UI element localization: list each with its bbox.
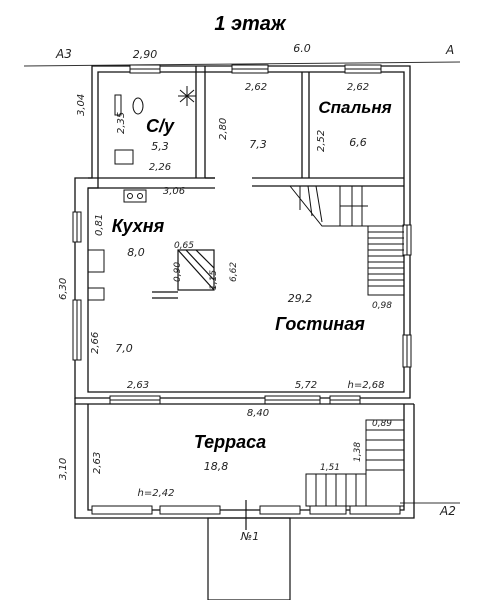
dim-left-upper: 3,04 xyxy=(76,94,87,116)
dim-left-mid: 6,30 xyxy=(58,278,69,300)
windows xyxy=(72,64,412,405)
dim-living-height-note: h=2,68 xyxy=(348,380,385,391)
room-area-terrace: 18,8 xyxy=(204,460,229,473)
terrace-walls xyxy=(74,398,415,519)
dim-bath-height: 2,35 xyxy=(116,112,127,134)
room-name-terrace: Терраса xyxy=(194,432,266,452)
dim-bedroom-height: 2,52 xyxy=(316,130,327,152)
terrace-windows xyxy=(91,505,401,515)
dim-chimney-d: 6,62 xyxy=(229,262,239,282)
room-name-kitchen: Кухня xyxy=(112,216,165,236)
room-name-bedroom: Спальня xyxy=(318,98,391,117)
dim-terrace-width: 8,40 xyxy=(247,408,269,419)
dim-living-left: 2,66 xyxy=(90,332,101,354)
dim-terrace-height-note: h=2,42 xyxy=(138,488,175,499)
kitchen-appliances xyxy=(87,249,105,301)
dim-terrace-stair-a: 0,89 xyxy=(372,419,392,429)
dim-stair-width: 0,98 xyxy=(372,301,392,311)
dim-terrace-left: 2,63 xyxy=(92,452,103,474)
dim-hall-height: 2,80 xyxy=(218,118,229,140)
dim-chimney-c: 1,15 xyxy=(209,270,219,290)
axis-label-a3: А3 xyxy=(55,47,72,61)
dim-chimney-a: 0,65 xyxy=(174,241,194,251)
entrance-label: №1 xyxy=(240,530,259,543)
room-area-extra: 7,0 xyxy=(115,342,133,355)
room-area-kitchen: 8,0 xyxy=(127,246,145,259)
dim-living-bottom-left: 2,63 xyxy=(127,380,149,391)
stairs-terrace xyxy=(305,419,405,507)
dim-top-left: 2,90 xyxy=(133,48,158,61)
axis-label-a: А xyxy=(445,43,454,57)
room-area-bedroom: 6,6 xyxy=(349,136,367,149)
dim-terrace-stair-c: 1,51 xyxy=(320,463,340,473)
dimension-labels: 2,90 6.0 3,04 6,30 3,10 2,35 2,26 2,62 2… xyxy=(58,42,392,499)
dim-kitchen-height: 0,81 xyxy=(94,214,105,236)
dim-living-bottom-right: 5,72 xyxy=(295,380,317,391)
dim-top-right: 6.0 xyxy=(293,42,311,55)
dim-bath-width: 2,26 xyxy=(149,162,171,173)
dim-terrace-stair-b: 1,38 xyxy=(353,442,363,462)
room-area-bath: 5,3 xyxy=(151,140,169,153)
room-name-living: Гостиная xyxy=(275,314,365,334)
room-area-living: 29,2 xyxy=(288,292,313,305)
stairs-living xyxy=(289,185,404,296)
bath-fixtures xyxy=(114,86,196,203)
axis-lines xyxy=(23,61,461,504)
entrance-steps xyxy=(207,500,291,600)
dim-chimney-b: 0,90 xyxy=(173,262,183,282)
dim-kitchen-width: 3,06 xyxy=(163,186,185,197)
dim-hall-width: 2,62 xyxy=(245,82,267,93)
room-area-hall: 7,3 xyxy=(249,138,267,151)
dim-left-lower: 3,10 xyxy=(58,458,69,480)
axis-label-a2: А2 xyxy=(439,504,456,518)
chimney xyxy=(152,249,215,299)
dim-bedroom-width: 2,62 xyxy=(347,82,369,93)
room-name-bath: С/у xyxy=(146,116,175,136)
plan-title: 1 этаж xyxy=(214,13,287,35)
